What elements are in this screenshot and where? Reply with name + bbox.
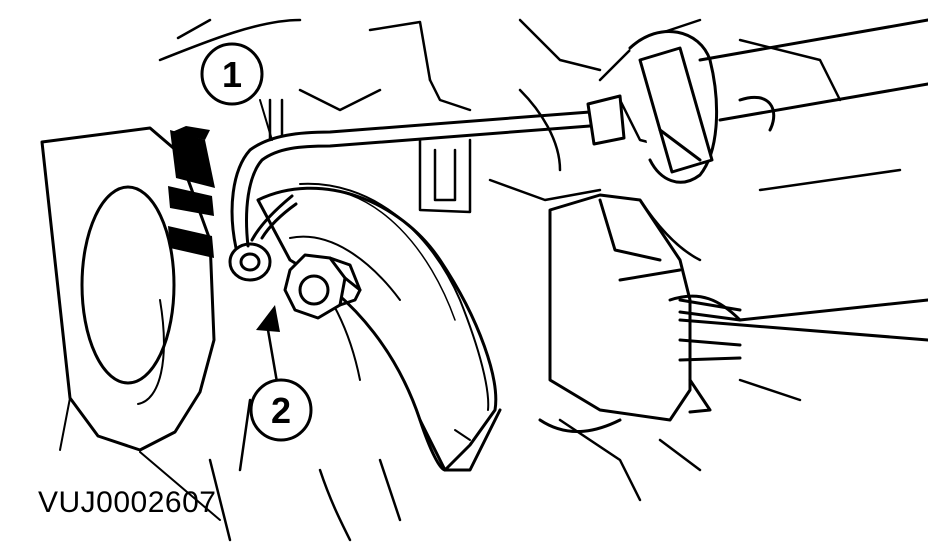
callout-1-label: 1 [222,54,242,95]
background-structure [158,18,902,542]
ground-terminal-ring [228,242,272,282]
horn-wire [230,110,592,250]
left-bracket-panel [40,126,221,521]
callout-1-leader [259,99,273,141]
reference-code: VUJ0002607 [38,486,217,519]
callout-2-label: 2 [271,390,291,431]
callout-2-circle [249,378,313,442]
mounting-nut [283,253,362,320]
upper-wire-connector [586,18,928,184]
pointer-arrow-2 [256,305,280,390]
callout-1-circle [200,42,264,106]
direction-arrow-up [168,126,215,258]
horn-connector-plug [538,193,928,434]
callout-2: 2 [249,378,313,442]
callout-1: 1 [200,42,264,106]
